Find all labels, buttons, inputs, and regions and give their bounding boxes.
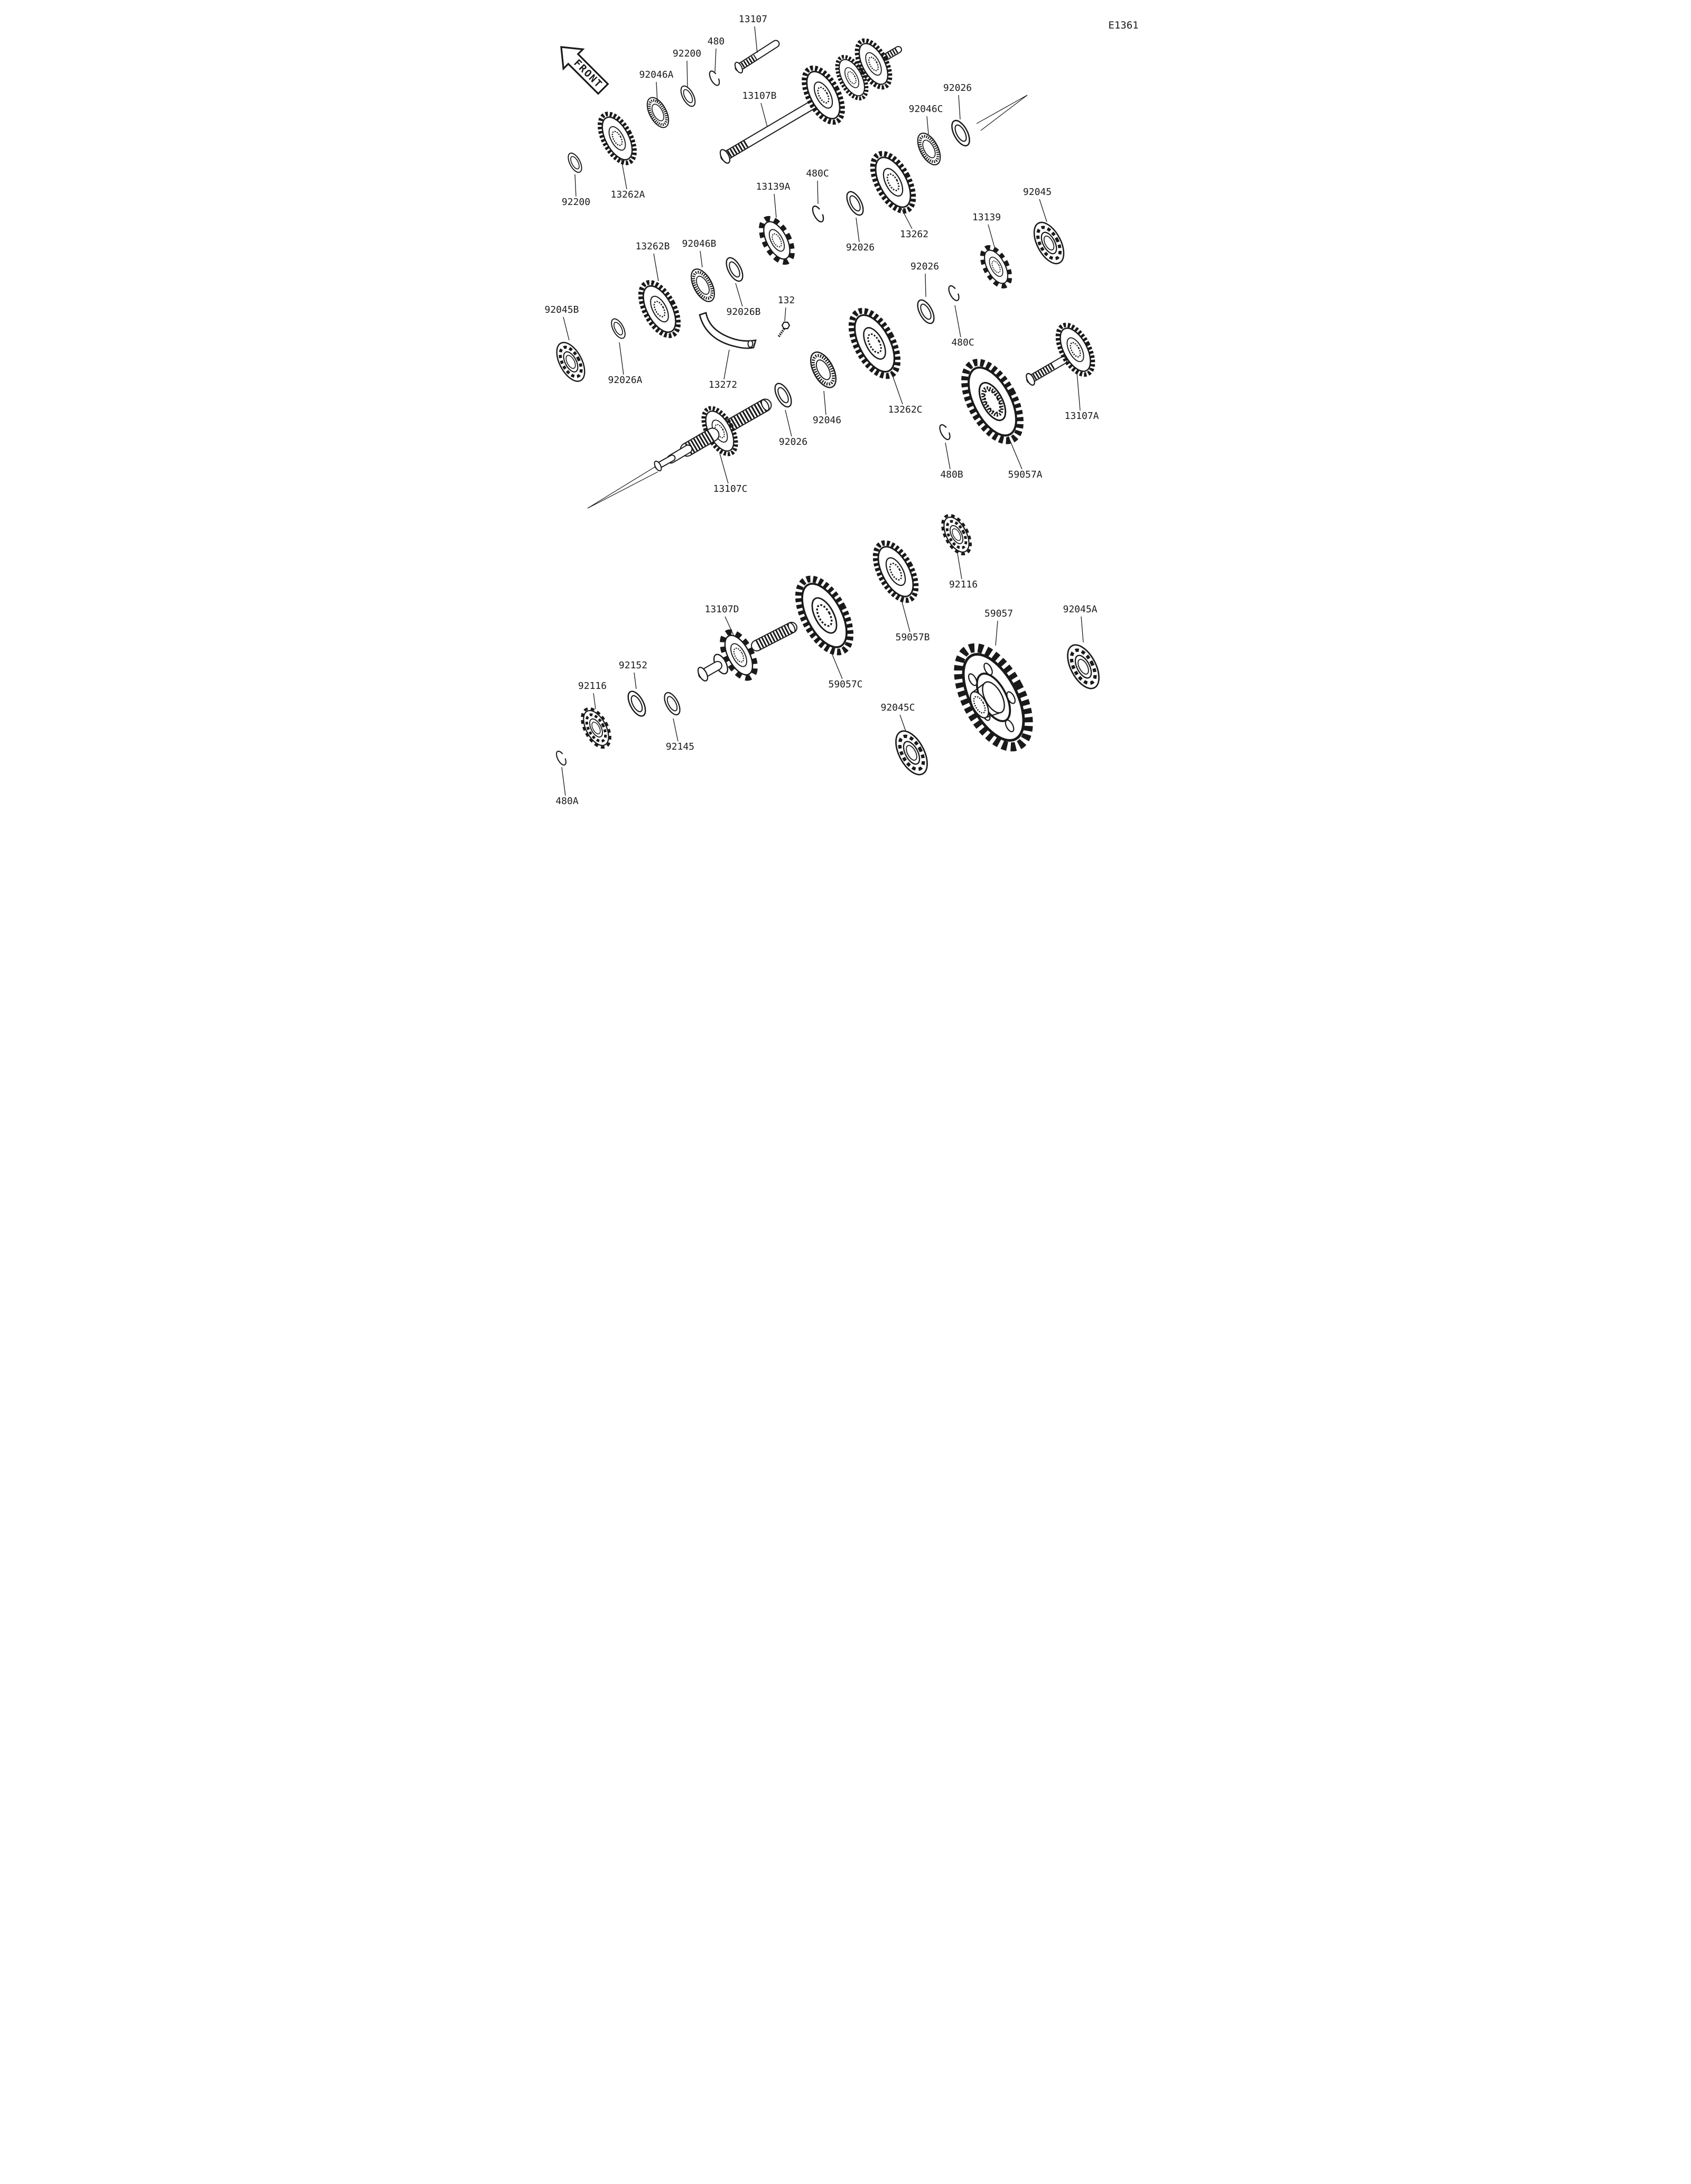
part-label-92200-left: 92200: [562, 197, 590, 208]
gear-59057B: [867, 537, 924, 607]
washer-92200-top: [677, 83, 699, 109]
gear-59057C: [788, 571, 861, 660]
part-label-480A: 480A: [555, 796, 579, 807]
part-label-92026-mid: 92026: [910, 261, 939, 272]
part-label-92026-top: 92026: [943, 82, 972, 94]
part-label-92046: 92046: [813, 415, 841, 426]
part-label-92152: 92152: [619, 660, 647, 671]
part-label-92046A: 92046A: [639, 69, 673, 80]
shaft-13107: [734, 40, 780, 74]
part-label-92026-center: 92026: [846, 242, 875, 253]
part-label-13107D: 13107D: [704, 604, 739, 615]
part-label-13139: 13139: [972, 212, 1001, 223]
part-label-92026-lower: 92026: [779, 436, 807, 447]
part-label-92116-lower: 92116: [578, 680, 607, 692]
hub-13139: [977, 243, 1016, 290]
needle-bearing-92046A: [643, 94, 673, 131]
needle-bearing-92046B: [686, 265, 719, 305]
part-label-13262A: 13262A: [610, 189, 645, 200]
washer-92026-center: [843, 188, 867, 219]
bearing-92045B: [551, 338, 590, 386]
part-label-59057C: 59057C: [828, 679, 862, 690]
part-label-13107A: 13107A: [1064, 410, 1099, 422]
part-label-13107C: 13107C: [713, 483, 747, 494]
part-label-92045: 92045: [1023, 186, 1052, 198]
gear-13262: [865, 147, 922, 218]
part-label-92145: 92145: [666, 741, 694, 752]
part-label-13262C: 13262C: [888, 404, 922, 415]
part-label-92045C: 92045C: [880, 702, 915, 713]
circlip-480: [707, 69, 722, 88]
part-label-59057: 59057: [984, 608, 1013, 619]
hub-13139A: [755, 214, 798, 267]
circlip-480C-upper: [810, 203, 826, 225]
part-label-13272: 13272: [709, 379, 737, 390]
needle-bearing-92046C: [913, 129, 945, 168]
gear-13262A: [593, 108, 642, 168]
bearing-92045C: [889, 726, 934, 779]
part-label-480C-right: 480C: [951, 337, 974, 348]
part-label-13107B: 13107B: [742, 90, 776, 101]
needle-bearing-92046: [805, 348, 841, 391]
part-label-13262B: 13262B: [635, 241, 670, 252]
gear-59057A: [953, 353, 1032, 449]
circlip-480A: [554, 749, 569, 767]
part-label-92046B: 92046B: [682, 238, 716, 249]
washer-92145: [661, 689, 684, 718]
bearing-92116-lower: [577, 704, 616, 752]
bolt-132: [777, 321, 791, 338]
front-arrow-label: FRONT: [571, 57, 605, 90]
gear-shaft-13107A: [1026, 320, 1100, 386]
part-label-132: 132: [778, 295, 795, 306]
part-label-92026B: 92026B: [726, 306, 760, 318]
bearing-92045A: [1061, 640, 1105, 693]
washer-92026-top: [947, 117, 974, 150]
lever-13272: [699, 312, 757, 349]
diagram-page: FRONT E1361: [528, 0, 1163, 819]
gear-59057: [944, 637, 1043, 758]
part-label-92045A: 92045A: [1063, 604, 1097, 615]
diagram-canvas: FRONT E1361: [528, 0, 1163, 819]
labels: 13107 480 92200 92046A 13107B 92026 9204…: [544, 14, 1099, 807]
part-label-480: 480: [708, 36, 725, 47]
pointer-lines: [587, 95, 1028, 509]
washer-92152: [624, 688, 650, 720]
part-label-92200-top: 92200: [673, 48, 701, 59]
bearing-92116-upper: [937, 511, 977, 558]
part-label-13139A: 13139A: [756, 181, 790, 192]
circlip-480B: [937, 423, 953, 442]
part-label-92116-upper: 92116: [949, 579, 978, 590]
diagram-code: E1361: [1108, 20, 1138, 31]
bearing-92045: [1028, 218, 1070, 268]
part-label-92046C: 92046C: [908, 104, 943, 115]
washer-92026-lower: [771, 380, 795, 410]
part-label-92026A: 92026A: [608, 375, 642, 386]
front-arrow: FRONT: [560, 46, 609, 95]
shaft-13107C: [654, 398, 772, 472]
washer-92200-left: [565, 150, 585, 175]
part-label-13262: 13262: [900, 229, 928, 240]
part-label-480B: 480B: [940, 469, 963, 480]
front-arrow-shape: [560, 46, 609, 95]
gear-shaft-13107D: [697, 622, 797, 683]
shaft-13107B: [719, 35, 902, 164]
gear-13262B: [633, 276, 686, 341]
circlip-480C-right: [946, 284, 962, 303]
gear-13262C: [842, 304, 907, 384]
part-label-13107: 13107: [739, 14, 767, 25]
part-label-59057B: 59057B: [895, 632, 930, 643]
washer-92026-mid: [914, 296, 938, 327]
part-label-92045B: 92045B: [544, 304, 579, 315]
washer-92026B: [722, 254, 747, 285]
washer-92026A: [608, 316, 629, 341]
part-label-59057A: 59057A: [1008, 469, 1042, 480]
part-label-480C-upper: 480C: [806, 168, 829, 179]
